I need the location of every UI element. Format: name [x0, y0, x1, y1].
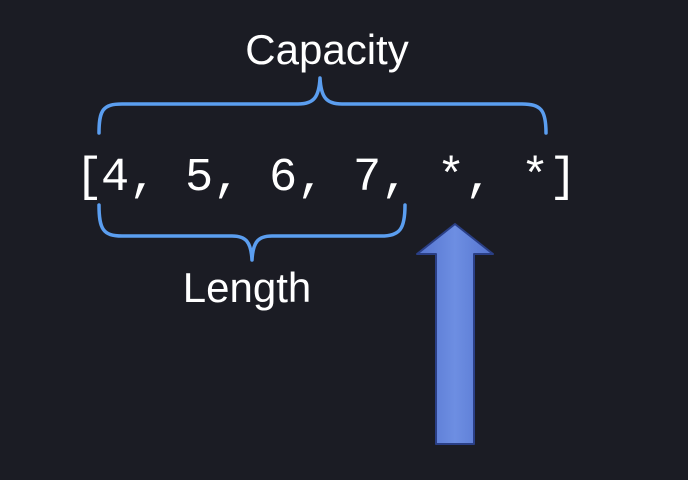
array-element: 6: [269, 152, 297, 205]
capacity-label: Capacity: [245, 26, 408, 73]
array-separator: ,: [297, 152, 325, 205]
array-separator: ,: [213, 152, 241, 205]
array-element: 5: [185, 152, 213, 205]
capacity-brace-icon: [97, 76, 548, 135]
length-brace-icon: [97, 203, 407, 262]
array-element: *: [437, 152, 465, 205]
array-element: 4: [101, 152, 129, 205]
length-label: Length: [183, 264, 311, 311]
array-separator: ,: [465, 152, 493, 205]
array-separator: ,: [129, 152, 157, 205]
array-separator: ,: [381, 152, 409, 205]
array-literal: [ 4 , 5 , 6 , 7 , * , * ]: [75, 152, 577, 205]
up-arrow-icon: [416, 223, 494, 445]
array-element: 7: [353, 152, 381, 205]
open-bracket: [: [75, 152, 103, 205]
close-bracket: ]: [549, 152, 577, 205]
array-element: *: [521, 152, 549, 205]
